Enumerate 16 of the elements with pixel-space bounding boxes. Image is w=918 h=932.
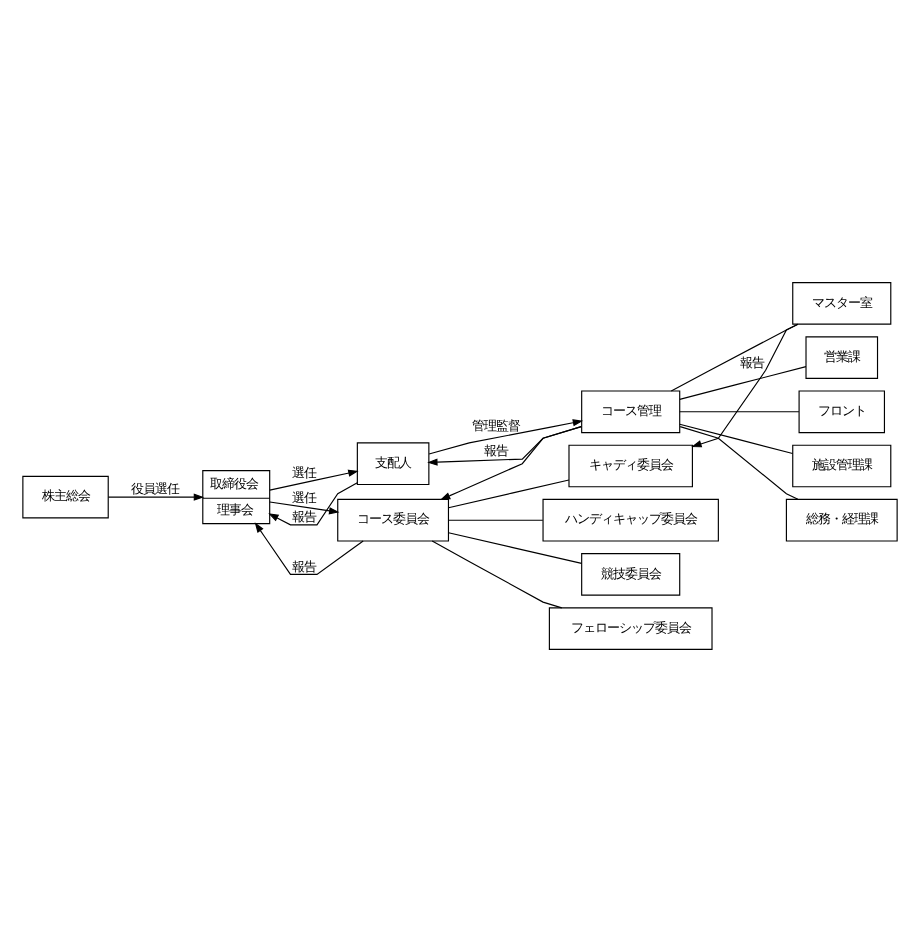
arrow <box>690 323 798 448</box>
connector <box>446 479 569 509</box>
connector <box>678 411 799 413</box>
arrow <box>427 419 583 455</box>
connector <box>446 519 543 521</box>
arrow <box>438 426 581 501</box>
connector <box>430 540 562 609</box>
arrow <box>106 493 204 501</box>
arrow <box>268 501 339 515</box>
connector <box>446 532 582 564</box>
arrow <box>253 522 363 575</box>
connector <box>678 426 798 500</box>
arrow <box>268 469 358 491</box>
connector <box>678 366 806 400</box>
arrow <box>267 482 357 526</box>
connector <box>678 423 793 455</box>
